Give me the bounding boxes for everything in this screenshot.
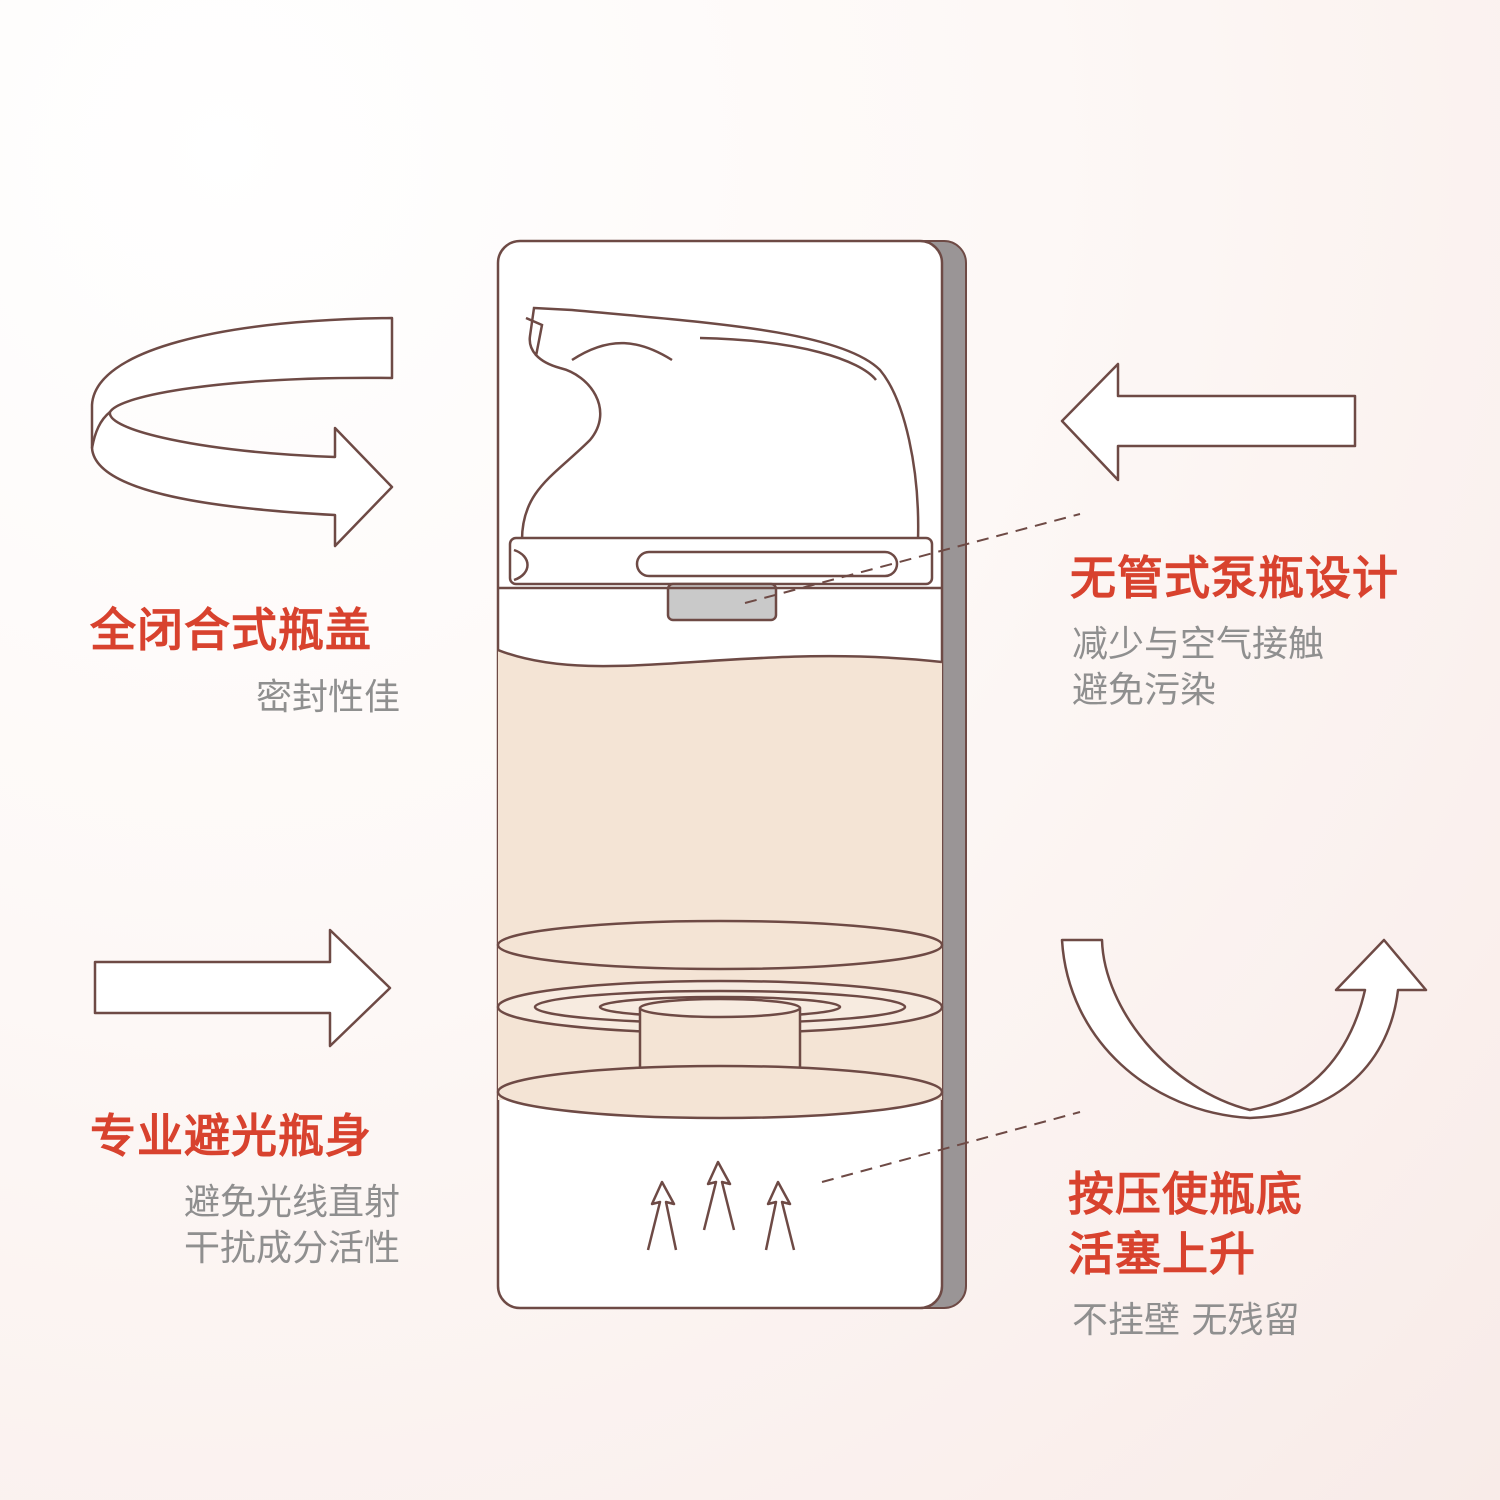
piston-title-line-1: 按压使瓶底 [1068,1167,1303,1221]
piston-cup-rim [638,997,802,1019]
liquid-surface [498,648,942,668]
rotate-arrow-fold [90,411,111,449]
pump-desc-line-1: 减少与空气接触 [1072,624,1325,665]
u-turn-arrow-icon [1060,938,1428,1120]
upward-arrows-icon [646,1160,796,1251]
piston-title-line-2: 活塞上升 [1068,1227,1256,1281]
up-arrow-left [646,1180,678,1251]
left-arrow-icon [1060,362,1357,482]
piston-desc-line: 不挂壁 无残留 [1072,1300,1300,1341]
cap-feature-title: 全闭合式瓶盖 [90,603,372,657]
leader-lines [744,513,1081,1183]
pump-nozzle-lip [571,341,673,362]
pump-desc-line-2: 避免污染 [1072,670,1217,711]
piston-top-disc [496,919,944,971]
body-feature-title: 专业避光瓶身 [90,1109,372,1163]
rotate-arrow-icon [90,316,394,548]
leader-line-piston [821,1111,1081,1183]
piston-base-disc [496,1064,944,1120]
body-desc-line-1: 避免光线直射 [183,1182,400,1223]
cap-feature-desc: 密封性佳 [160,675,400,721]
collar-slot [635,550,899,578]
pump-nozzle-opening [525,316,544,357]
valve-sensor [666,582,778,622]
rotate-arrow-band [90,316,394,548]
up-arrow-center [702,1160,736,1231]
pump-feature-title: 无管式泵瓶设计 [1070,551,1399,605]
collar-clip [513,548,529,582]
piston-feature-desc: 不挂壁 无残留 [1072,1298,1299,1344]
piston-feature-title: 按压使瓶底 活塞上升 [1068,1164,1303,1284]
body-desc-line-2: 干扰成分活性 [183,1228,400,1269]
pump-head [498,306,942,622]
pump-feature-desc: 减少与空气接触 避免污染 [1072,622,1324,714]
leader-line-pump [744,513,1081,604]
up-arrow-right [764,1180,796,1251]
pump-shoulder-line [699,336,877,381]
body-feature-desc: 避免光线直射 干扰成分活性 [100,1180,400,1272]
cap-desc-line: 密封性佳 [255,677,400,718]
piston [496,919,944,1120]
right-arrow-icon [93,928,392,1048]
